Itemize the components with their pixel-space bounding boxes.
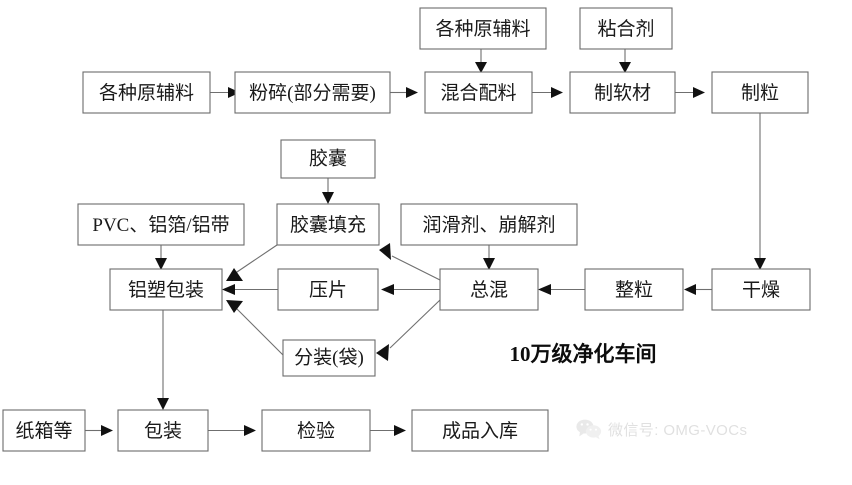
node-label: 润滑剂、崩解剂 xyxy=(422,214,555,236)
node-layer: 各种原辅料 粘合剂 各种原辅料 粉碎(部分需要) 混合配料 制软材 xyxy=(2,7,811,452)
node-label: 包装 xyxy=(144,420,182,442)
node-inspection[interactable]: 检验 xyxy=(261,409,371,452)
edge-layer xyxy=(85,49,766,436)
node-lubricant[interactable]: 润滑剂、崩解剂 xyxy=(400,203,578,246)
node-carton-etc[interactable]: 纸箱等 xyxy=(2,409,86,452)
node-alu-plastic-pack[interactable]: 铝塑包装 xyxy=(109,268,223,311)
edge-crushing-to-mixing xyxy=(390,87,418,98)
edge-carton-to-packaging xyxy=(85,425,113,436)
node-label: 成品入库 xyxy=(442,420,518,442)
node-sizing[interactable]: 整粒 xyxy=(584,268,684,311)
edge-raw-to-crushing xyxy=(210,87,240,98)
node-label: 分装(袋) xyxy=(294,346,364,368)
edge-aluplastic-to-packaging xyxy=(157,310,169,410)
node-label: 检验 xyxy=(297,420,335,442)
node-drying[interactable]: 干燥 xyxy=(711,268,811,311)
edge-lubricant-to-totalmixing xyxy=(483,245,495,270)
node-label: 粉碎(部分需要) xyxy=(249,82,376,104)
edge-topraw-to-mixing xyxy=(475,49,487,73)
edge-sizing-to-totalmixing xyxy=(538,284,585,295)
node-label: 胶囊填充 xyxy=(290,214,366,236)
node-capsule[interactable]: 胶囊 xyxy=(280,139,376,179)
node-label: 干燥 xyxy=(742,279,780,301)
edge-totalmixing-to-subpack xyxy=(376,299,441,361)
node-pvc-foil[interactable]: PVC、铝箔/铝带 xyxy=(77,203,245,246)
node-mixing-ingredients[interactable]: 混合配料 xyxy=(424,71,533,114)
edge-tableting-to-aluplastic xyxy=(222,284,278,295)
node-crushing[interactable]: 粉碎(部分需要) xyxy=(234,71,391,114)
edge-drying-to-sizing xyxy=(684,284,712,295)
zone-label-cleanroom: 10万级净化车间 xyxy=(510,342,657,366)
node-packaging[interactable]: 包装 xyxy=(117,409,209,452)
node-granulation[interactable]: 制粒 xyxy=(711,71,809,114)
node-label: PVC、铝箔/铝带 xyxy=(92,214,229,236)
edge-subpack-to-aluplastic xyxy=(226,300,284,356)
node-tableting[interactable]: 压片 xyxy=(277,268,379,311)
node-label: 各种原辅料 xyxy=(435,18,530,40)
node-subpack-bag[interactable]: 分装(袋) xyxy=(282,339,376,377)
node-label: 总混 xyxy=(470,279,508,301)
edge-capsulefilling-to-aluplastic xyxy=(226,244,278,281)
edge-pvc-to-aluplastic xyxy=(155,245,167,270)
edge-totalmixing-to-capsulefilling xyxy=(379,243,441,281)
node-label: 粘合剂 xyxy=(597,18,654,40)
edge-inspection-to-finished xyxy=(370,425,406,436)
node-label: 纸箱等 xyxy=(15,420,72,442)
node-soft-material[interactable]: 制软材 xyxy=(569,71,676,114)
node-label: 整粒 xyxy=(615,279,653,301)
node-capsule-filling[interactable]: 胶囊填充 xyxy=(276,203,380,246)
edge-binder-to-softmaterial xyxy=(619,49,631,73)
node-label: 各种原辅料 xyxy=(99,82,194,104)
node-binder[interactable]: 粘合剂 xyxy=(579,7,673,50)
node-label: 铝塑包装 xyxy=(128,279,204,301)
node-label: 混合配料 xyxy=(440,82,516,104)
node-raw-materials-left[interactable]: 各种原辅料 xyxy=(82,71,211,114)
node-finished-goods[interactable]: 成品入库 xyxy=(411,409,549,452)
edge-softmaterial-to-granulation xyxy=(675,87,705,98)
node-label: 制粒 xyxy=(741,82,779,104)
edge-granulation-to-drying xyxy=(754,113,766,270)
edge-mixing-to-softmaterial xyxy=(532,87,563,98)
node-raw-materials-top[interactable]: 各种原辅料 xyxy=(419,7,547,50)
node-label: 胶囊 xyxy=(309,147,347,169)
node-label: 制软材 xyxy=(594,82,651,104)
node-total-mixing[interactable]: 总混 xyxy=(439,268,539,311)
node-label: 压片 xyxy=(309,279,347,301)
edge-packaging-to-inspection xyxy=(208,425,256,436)
edge-totalmixing-to-tableting xyxy=(381,284,440,295)
edge-capsule-to-capsulefilling xyxy=(322,178,334,204)
